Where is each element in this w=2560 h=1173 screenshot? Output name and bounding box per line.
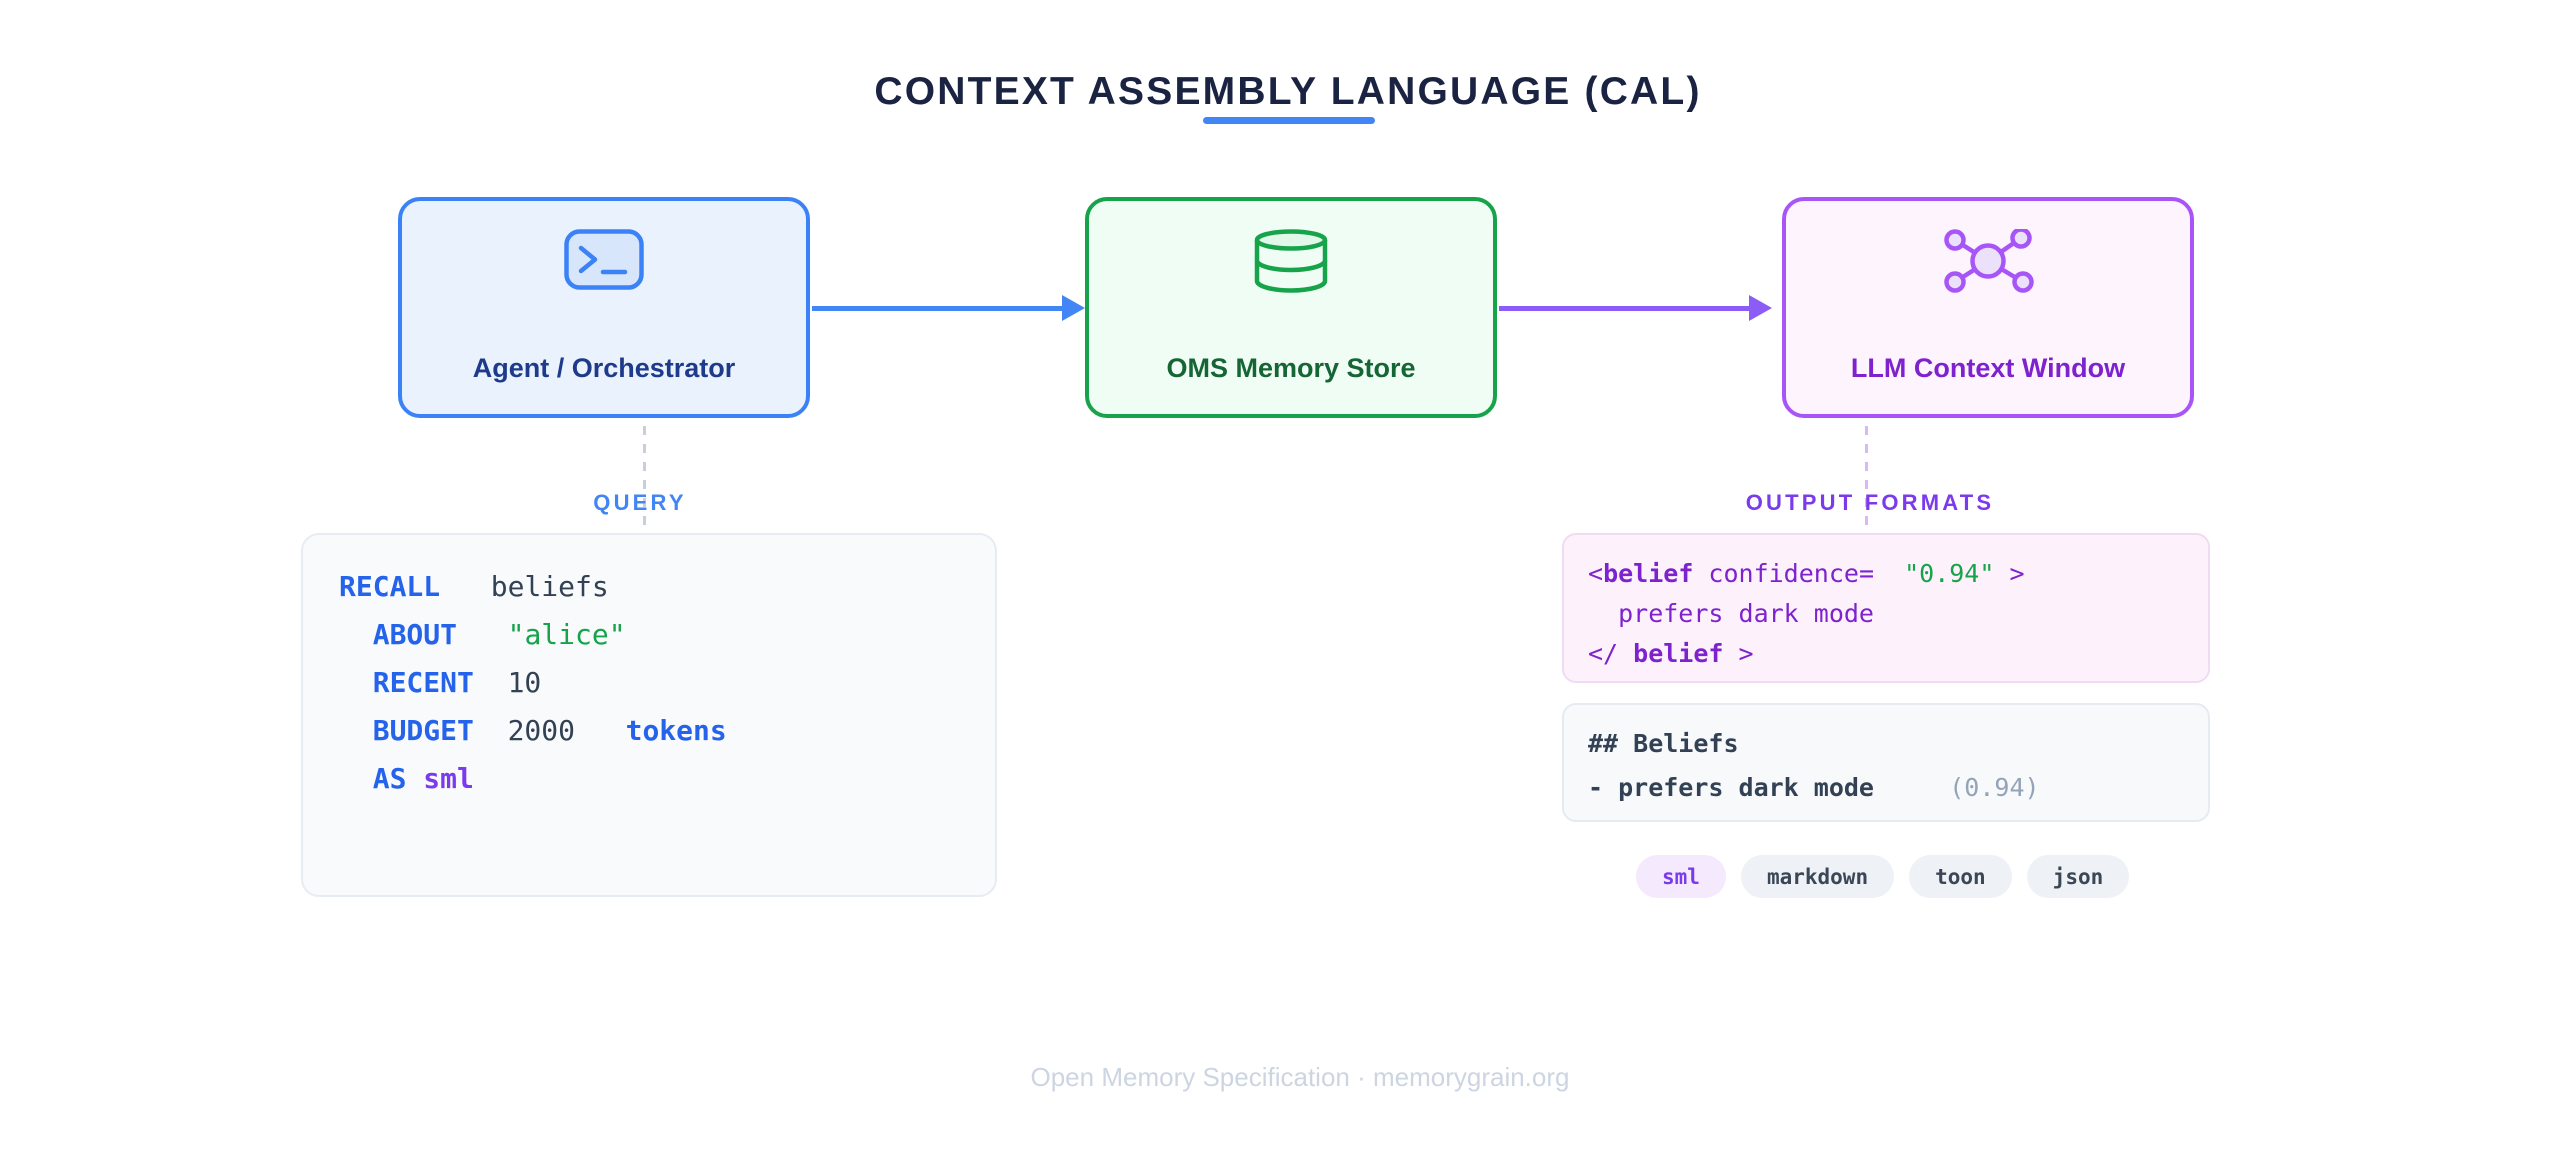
format-pill-markdown[interactable]: markdown — [1740, 855, 1895, 898]
code-segment: prefers dark mode — [1588, 599, 1874, 628]
markdown-output-panel: ## Beliefs - prefers dark mode (0.94) — [1562, 703, 2210, 822]
code-line: RECENT 10 — [339, 659, 995, 707]
format-pill-toon[interactable]: toon — [1909, 855, 2012, 898]
connector-llm-to-output — [1865, 426, 1868, 532]
code-segment: </ — [1588, 639, 1634, 668]
code-line: AS sml — [339, 755, 995, 803]
code-segment: 2000 — [473, 714, 576, 747]
code-segment: 10 — [473, 666, 542, 699]
code-line: BUDGET 2000 tokens — [339, 707, 995, 755]
arrow-agent-to-oms — [812, 295, 1085, 321]
arrow-oms-to-llm — [1499, 295, 1772, 321]
code-segment: belief — [1633, 639, 1724, 668]
code-segment: - prefers dark mode — [1588, 773, 1874, 802]
code-line: prefers dark mode — [1588, 594, 2208, 634]
title-underline — [1203, 117, 1375, 124]
connector-agent-to-query — [643, 426, 646, 532]
code-segment: > — [1723, 639, 1754, 668]
node-agent-label: Agent / Orchestrator — [472, 353, 736, 383]
code-segment: tokens — [575, 714, 727, 747]
format-pill-json[interactable]: json — [2026, 855, 2130, 898]
query-section-label: QUERY — [593, 490, 687, 515]
code-segment: (0.94) — [1873, 773, 2040, 802]
code-line: </ belief > — [1588, 634, 2208, 674]
code-segment: belief — [1603, 559, 1694, 588]
code-segment: ABOUT — [339, 618, 458, 651]
code-line: - prefers dark mode (0.94) — [1588, 766, 2208, 810]
footer-text: Open Memory Specification · memorygrain.… — [1030, 1062, 1570, 1092]
format-pill-row: sml markdown toon json — [1636, 855, 2130, 898]
code-segment: < — [1588, 559, 1604, 588]
code-segment: AS — [339, 762, 407, 795]
terminal-icon — [564, 229, 644, 295]
code-segment: sml — [406, 762, 474, 795]
node-oms-label: OMS Memory Store — [1166, 353, 1416, 383]
code-segment: RECENT — [339, 666, 474, 699]
code-segment: > — [1994, 559, 2025, 588]
arrow-head-icon — [1062, 295, 1085, 321]
code-line: ABOUT "alice" — [339, 611, 995, 659]
code-segment: "0.94" — [1874, 559, 1995, 588]
code-segment: "alice" — [457, 618, 626, 651]
code-line: <belief confidence= "0.94" > — [1588, 554, 2208, 594]
arrow-shaft — [812, 305, 1062, 311]
code-segment: RECALL — [339, 570, 441, 603]
code-line: ## Beliefs — [1588, 722, 2208, 766]
database-icon — [1250, 229, 1332, 300]
page-title: CONTEXT ASSEMBLY LANGUAGE (CAL) — [874, 70, 1702, 113]
code-segment: confidence= — [1693, 559, 1874, 588]
arrow-shaft — [1499, 305, 1749, 311]
output-formats-section-label: OUTPUT FORMATS — [1745, 490, 1995, 515]
code-segment: beliefs — [440, 570, 609, 603]
query-code-panel: RECALL beliefs ABOUT "alice" RECENT 10 B… — [301, 533, 997, 897]
node-llm-context-window: LLM Context Window — [1782, 197, 2194, 418]
format-pill-sml[interactable]: sml — [1636, 855, 1726, 898]
arrow-head-icon — [1749, 295, 1772, 321]
code-segment: ## Beliefs — [1588, 729, 1739, 758]
network-icon — [1940, 227, 2036, 298]
sml-output-panel: <belief confidence= "0.94" > prefers dar… — [1562, 533, 2210, 683]
code-line: RECALL beliefs — [339, 563, 995, 611]
code-segment: BUDGET — [339, 714, 474, 747]
node-llm-label: LLM Context Window — [1850, 353, 2126, 383]
node-agent-orchestrator: Agent / Orchestrator — [398, 197, 810, 418]
node-oms-memory-store: OMS Memory Store — [1085, 197, 1497, 418]
